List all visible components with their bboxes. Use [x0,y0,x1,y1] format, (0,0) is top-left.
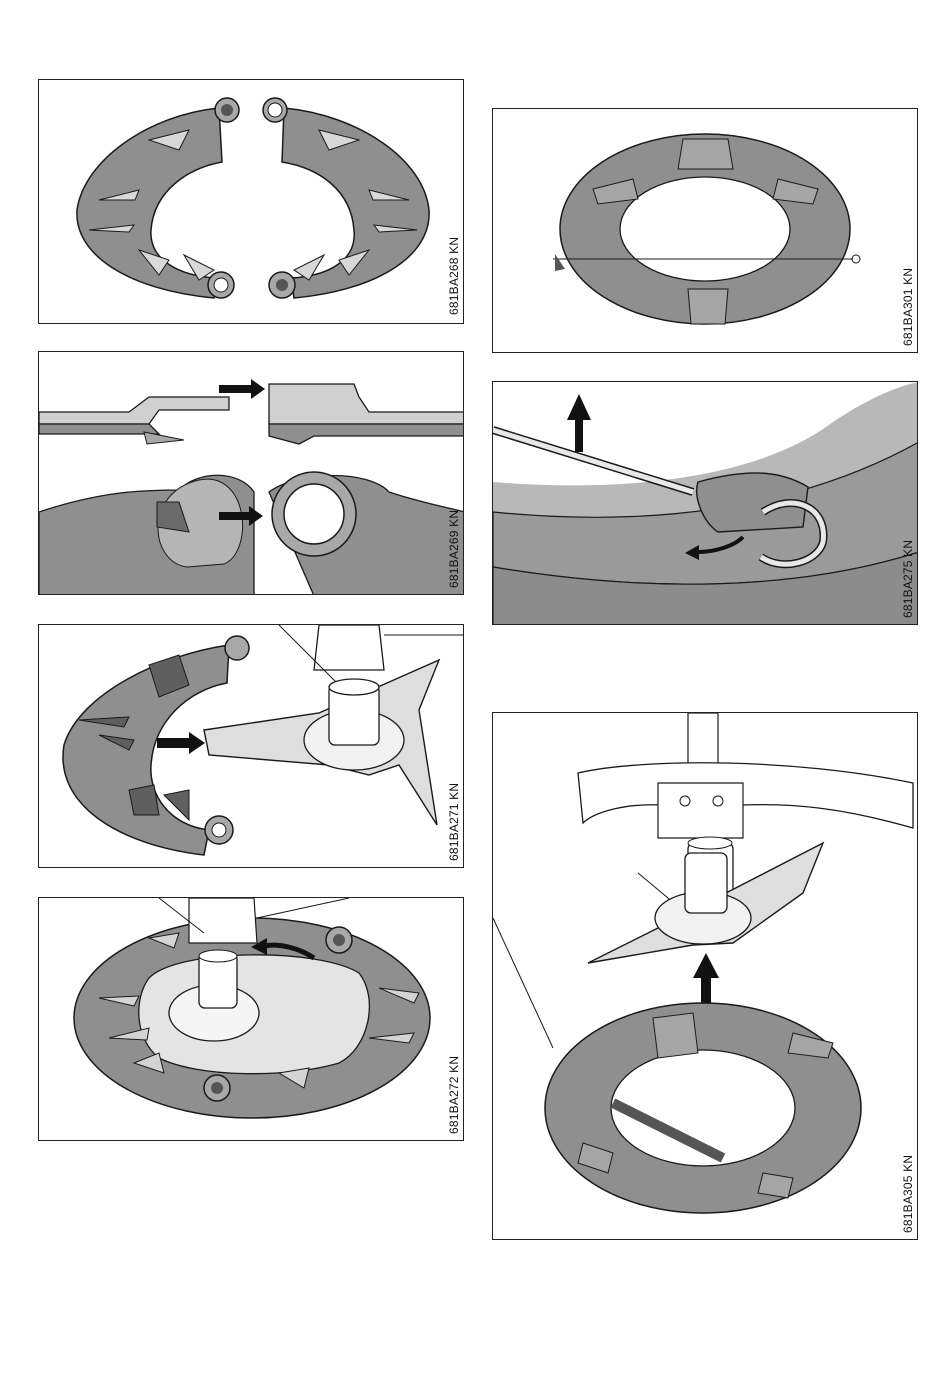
clip-detail-illustration [493,382,918,625]
guard-assembly-illustration [39,898,464,1141]
figure-code: 681BA268 KN [447,237,461,315]
figure-code: 681BA305 KN [901,1155,915,1233]
figure-code: 681BA275 KN [901,540,915,618]
figure-ring-guard: 681BA301 KN [492,108,918,353]
figure-guard-assembly: 681BA272 KN [38,897,464,1141]
guard-halves-illustration [39,80,464,324]
figure-code: 681BA272 KN [447,1056,461,1134]
ring-guard-illustration [493,109,918,353]
figure-clip-detail: 681BA275 KN [492,381,918,625]
blade-insertion-illustration [39,625,464,868]
figure-code: 681BA269 KN [447,510,461,588]
coupling-detail-illustration [39,352,464,595]
figure-blade-insertion: 681BA271 KN [38,624,464,868]
figure-code: 681BA301 KN [901,268,915,346]
figure-coupling-detail: 681BA269 KN [38,351,464,595]
figure-code: 681BA271 KN [447,783,461,861]
figure-ring-guard-mounting: 681BA305 KN [492,712,918,1240]
ring-guard-mounting-illustration [493,713,918,1240]
figure-guard-halves: 681BA268 KN [38,79,464,324]
